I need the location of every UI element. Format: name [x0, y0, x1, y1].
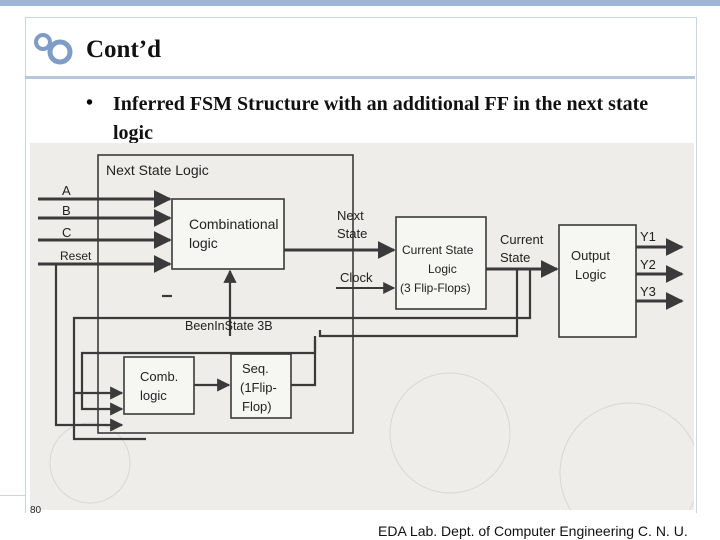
input-a-label: A — [62, 183, 71, 198]
footer-divider — [0, 495, 25, 496]
current-state-logic-label-3: (3 Flip-Flops) — [400, 281, 471, 295]
next-state-label-1: Next — [337, 208, 364, 223]
beeninstate-label: BeenInState 3B — [185, 319, 273, 333]
combinational-logic-label-2: logic — [189, 235, 218, 251]
input-c-label: C — [62, 225, 71, 240]
current-state-label-1: Current — [500, 232, 544, 247]
output-y1-label: Y1 — [640, 229, 656, 244]
output-arrows — [636, 238, 684, 310]
comb-logic-box — [123, 356, 195, 415]
slide-frame — [25, 17, 697, 513]
title-divider — [25, 76, 695, 79]
output-logic-label-1: Output — [571, 248, 610, 263]
seq-output-path — [291, 340, 317, 387]
seq-label-3: Flop) — [242, 399, 272, 414]
clock-label: Clock — [340, 270, 373, 285]
seq-label-2: (1Flip- — [240, 380, 277, 395]
combinational-logic-label-1: Combinational — [189, 216, 279, 232]
next-state-label-2: State — [337, 226, 367, 241]
input-b-label: B — [62, 203, 71, 218]
current-state-logic-box — [395, 216, 487, 310]
page-number: 80 — [30, 505, 42, 516]
current-state-logic-label-2: Logic — [428, 262, 457, 276]
output-logic-box — [558, 224, 637, 338]
footer-text: EDA Lab. Dept. of Computer Engineering C… — [378, 523, 688, 539]
comb-logic-label-2: logic — [140, 388, 167, 403]
background-ghosting — [49, 372, 694, 510]
bullet-marker: • — [86, 92, 94, 114]
input-reset-label: Reset — [60, 249, 92, 263]
output-y3-label: Y3 — [640, 284, 656, 299]
fsm-diagram: Next State Logic A B C Reset Combination… — [30, 143, 694, 510]
top-accent-bar — [0, 0, 720, 6]
output-y2-label: Y2 — [640, 257, 656, 272]
comb-logic-label-1: Comb. — [140, 369, 178, 384]
slide-title: Cont’d — [86, 36, 162, 63]
next-state-logic-box — [97, 154, 354, 434]
seq-label-1: Seq. — [242, 361, 269, 376]
current-state-label-2: State — [500, 250, 530, 265]
output-logic-label-2: Logic — [575, 267, 607, 282]
bullet-text: Inferred FSM Structure with an additiona… — [113, 93, 649, 144]
rings-logo-icon — [34, 33, 73, 65]
input-arrows — [38, 190, 172, 273]
current-state-logic-label-1: Current State — [402, 243, 474, 257]
next-state-logic-label: Next State Logic — [106, 162, 209, 178]
combinational-logic-box — [171, 198, 285, 270]
